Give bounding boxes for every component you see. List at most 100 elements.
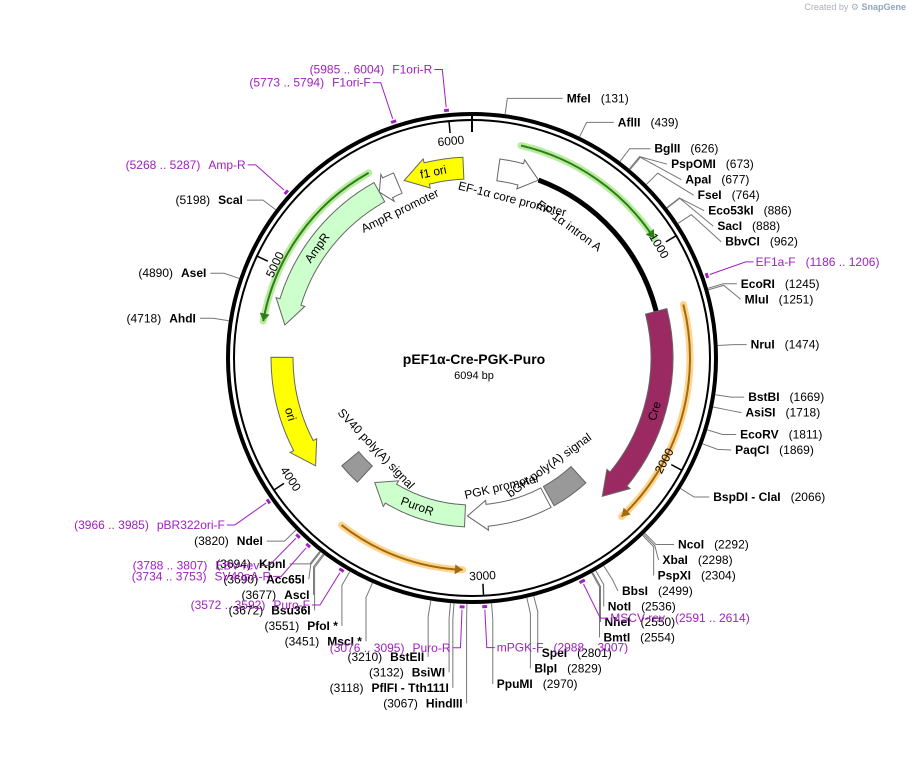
site-label-nrui: NruI(1474) — [751, 338, 820, 352]
orf-glow-2 — [338, 521, 467, 574]
feature-label-cre: Cre — [645, 400, 664, 423]
site-name: KpnI — [259, 557, 286, 571]
site-label-bsteii: (3210)BstEII — [347, 650, 424, 664]
primer-range: (5268 .. 5287) — [126, 158, 201, 172]
primer-leader-ef1a-f — [709, 261, 754, 275]
site-name: BbsI — [622, 584, 648, 598]
site-leader-asisi — [712, 406, 742, 414]
primer-mark-amp-r — [283, 189, 290, 195]
site-leader-xbai — [643, 533, 660, 561]
site-leader-nrui — [717, 344, 747, 346]
site-leader-pspomi — [628, 156, 668, 170]
primer-mark-mscv-rev — [578, 578, 586, 584]
site-name: EcoRV — [740, 428, 778, 442]
site-leader-pflfi-tth111i — [452, 603, 455, 688]
site-label-apai: ApaI(677) — [685, 173, 749, 187]
orf-arrowhead-0 — [645, 228, 655, 239]
site-leader-fsei — [645, 172, 694, 196]
orf-arc-3 — [262, 172, 370, 322]
primer-name: F1ori-R — [392, 63, 432, 77]
site-name: BspDI - ClaI — [713, 490, 780, 504]
site-position: (2554) — [640, 631, 675, 645]
site-name: Bsu36I — [271, 603, 310, 617]
site-leader-bspdi-clai — [680, 488, 710, 498]
site-position: (2550) — [640, 615, 675, 629]
site-leader-nhei — [592, 572, 601, 623]
site-name: PaqCI — [735, 443, 769, 457]
orf-arrowhead-2 — [454, 564, 463, 575]
site-label-ncoi: NcoI (2292) — [678, 538, 749, 552]
site-name: BsiWI — [412, 665, 445, 679]
feature-ef-1-core-promoter — [496, 158, 540, 190]
site-name: NcoI — [678, 538, 704, 552]
site-leader-acc65i — [308, 551, 321, 580]
site-label-xbai: XbaI (2298) — [663, 553, 733, 567]
plasmid-size: 6094 bp — [454, 370, 494, 382]
primer-label-mpgk-f: mPGK-F(2988 .. 3007) — [497, 641, 628, 655]
site-position: (2298) — [698, 553, 733, 567]
feature-ef-1-intron-a — [537, 177, 659, 312]
primer-leader-puro-f — [312, 572, 341, 606]
primer-name: Puro-R — [412, 641, 450, 655]
primer-leader-puro-r — [452, 609, 463, 649]
site-label-hindiii: (3067)HindIII — [383, 696, 462, 710]
primer-label-f1ori-f: (5773 .. 5794)F1ori-F — [249, 76, 370, 90]
site-leader-bglii — [619, 148, 651, 162]
primer-range: (5773 .. 5794) — [249, 76, 324, 90]
site-position: (5198) — [175, 193, 210, 207]
primer-name: mPGK-F — [497, 641, 544, 655]
site-leader-aflii — [579, 121, 614, 137]
primer-range: (2591 .. 2614) — [675, 611, 750, 625]
site-name: ScaI — [218, 193, 243, 207]
primer-name: EF1a-F — [756, 255, 796, 269]
tick-mark-1000 — [665, 235, 677, 243]
site-name: EcoRI — [741, 277, 775, 291]
site-position: (3067) — [383, 696, 418, 710]
site-label-aflii: AflII(439) — [618, 115, 679, 129]
site-label-msci: (3451)MscI * — [285, 634, 363, 648]
site-position: (673) — [726, 157, 754, 171]
site-position: (1869) — [779, 443, 814, 457]
site-leader-paqci — [702, 443, 732, 451]
site-leader-asci — [313, 553, 324, 595]
orf-arc-1 — [620, 304, 691, 518]
site-name: NruI — [751, 338, 775, 352]
primer-leader-sv40pa-r — [273, 547, 307, 577]
site-leader-bsiwi — [448, 603, 451, 673]
site-position: (1669) — [790, 390, 825, 404]
site-position: (2292) — [714, 538, 749, 552]
site-label-asci: (3677)AscI — [241, 588, 309, 602]
site-name: AscI — [284, 588, 309, 602]
feature-label-ori: ori — [282, 406, 299, 423]
orf-arrowhead-3 — [259, 312, 270, 322]
site-name: PflFI - Tth111I — [371, 681, 448, 695]
primer-range: (3734 .. 3753) — [132, 569, 207, 583]
site-leader-scai — [246, 199, 277, 211]
site-leader-ncoi — [644, 532, 675, 546]
site-leader-asei — [210, 272, 240, 279]
primer-mark-ebv-rev — [295, 533, 301, 539]
site-label-ahdi: (4718)AhdI — [127, 311, 196, 325]
site-position: (1718) — [786, 406, 821, 420]
site-label-fsei: FseI(764) — [698, 188, 760, 202]
site-leader-ndei — [266, 529, 297, 542]
site-position: (1251) — [779, 292, 814, 306]
orf-arrowhead-1 — [621, 507, 631, 517]
site-position: (3694) — [216, 557, 251, 571]
site-name: PspXI — [658, 569, 691, 583]
site-name: BmtI — [604, 631, 631, 645]
site-name: BstBI — [748, 390, 779, 404]
primer-name: EBV-rev — [215, 558, 259, 572]
site-leader-blpi — [526, 597, 531, 669]
primer-layer: (5985 .. 6004)F1ori-R(5773 .. 5794)F1ori… — [74, 63, 879, 655]
site-leader-bbvci — [677, 214, 722, 243]
site-label-pflfi-tth111i: (3118)PflFI - Tth111I — [330, 681, 449, 695]
feature-label-sv40-poly-a-signal: SV40 poly(A) signal — [335, 406, 418, 492]
site-position: (3820) — [194, 534, 229, 548]
site-leader-bsu36i — [314, 554, 325, 611]
site-position: (888) — [752, 219, 780, 233]
site-label-bsiwi: (3132)BsiWI — [369, 665, 445, 679]
credit-prefix: Created by — [804, 2, 849, 12]
site-name: XbaI — [663, 553, 688, 567]
